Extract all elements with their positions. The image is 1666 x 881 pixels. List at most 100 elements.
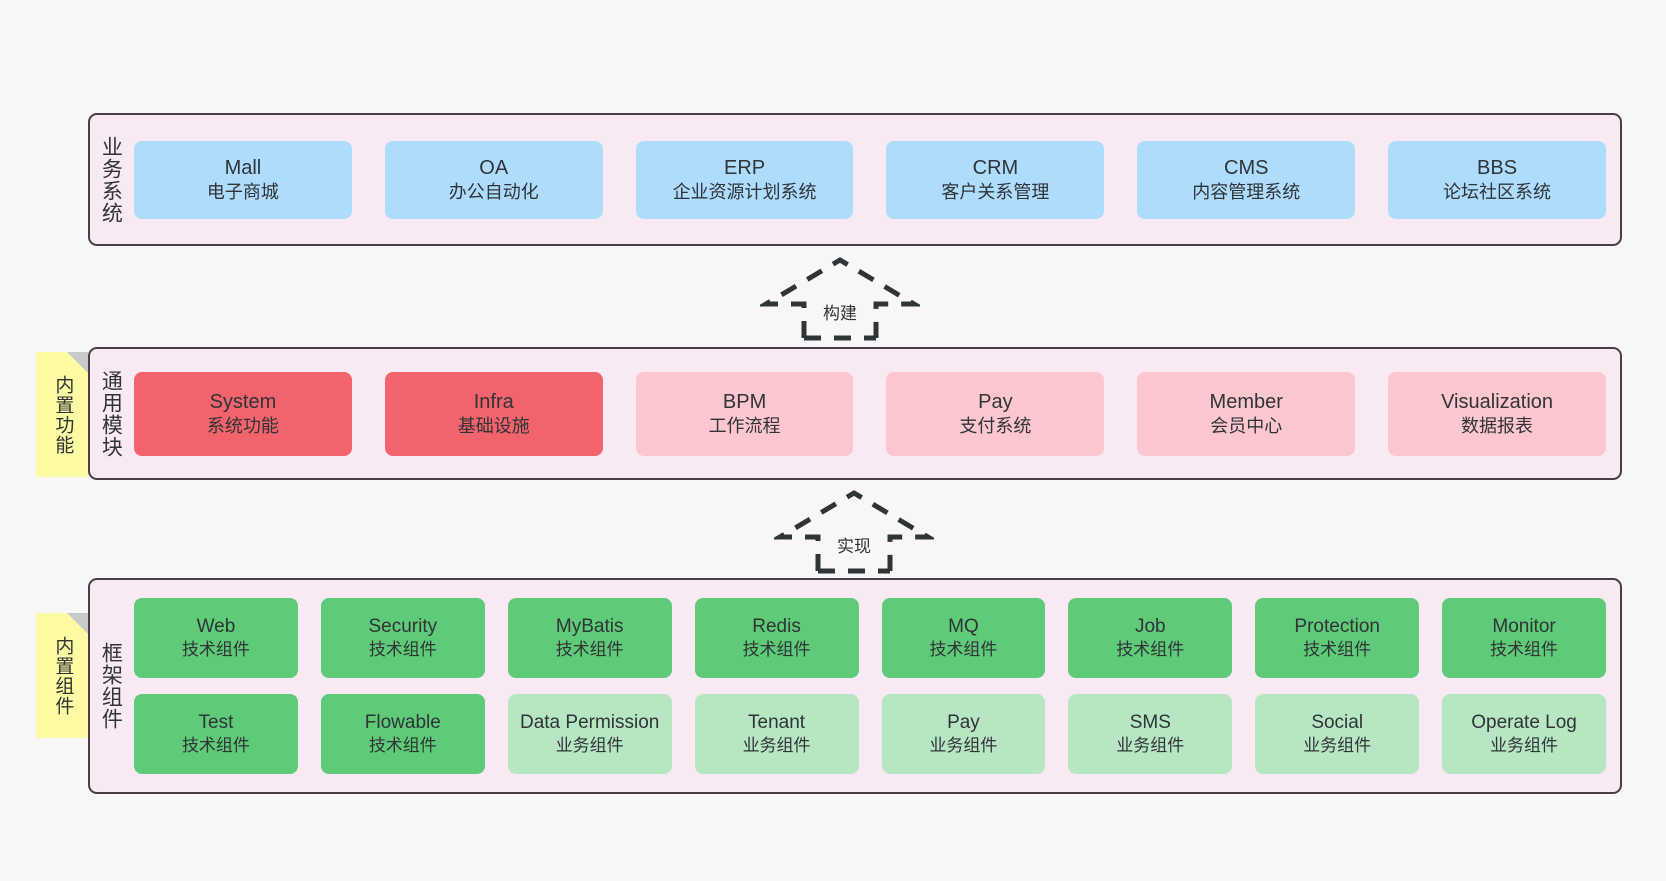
- card-subtitle: 技术组件: [1490, 640, 1559, 660]
- card-title: Operate Log: [1471, 711, 1577, 733]
- card-title: BBS: [1477, 156, 1518, 179]
- build-arrow-icon: [760, 257, 920, 341]
- card-subtitle: 业务组件: [555, 736, 624, 756]
- card-subtitle: 基础设施: [457, 415, 530, 436]
- card-crm[interactable]: CRM 客户关系管理: [886, 140, 1105, 219]
- note-label: 内置功能: [52, 374, 74, 455]
- card-cms[interactable]: CMS 内容管理系统: [1137, 140, 1356, 219]
- card-erp[interactable]: ERP 企业资源计划系统: [635, 140, 854, 219]
- note-fold-corner: [67, 352, 88, 373]
- card-subtitle: 业务组件: [929, 736, 998, 756]
- layer-common-modules: 通用模块 System 系统功能 Infra 基础设施 BPM 工作流程 Pay…: [88, 347, 1622, 480]
- card-security[interactable]: Security 技术组件: [320, 598, 485, 678]
- card-title: Web: [196, 615, 236, 637]
- framework-card-row-1: Web 技术组件 Security 技术组件 MyBatis 技术组件 Redi…: [134, 598, 1606, 678]
- card-title: Member: [1209, 390, 1283, 413]
- card-subtitle: 技术组件: [929, 640, 998, 660]
- card-title: Social: [1311, 711, 1364, 733]
- card-title: BPM: [722, 390, 767, 413]
- card-social[interactable]: Social 业务组件: [1255, 694, 1420, 774]
- connector-build-arrow: 构建: [760, 254, 920, 352]
- card-bpm[interactable]: BPM 工作流程: [635, 371, 854, 456]
- card-title: Protection: [1294, 615, 1380, 637]
- note-fold-corner: [67, 613, 88, 634]
- card-subtitle: 客户关系管理: [941, 181, 1050, 202]
- connector-implement-label: 实现: [833, 531, 875, 558]
- card-redis[interactable]: Redis 技术组件: [694, 598, 859, 678]
- card-subtitle: 电子商城: [206, 181, 279, 202]
- card-infra[interactable]: Infra 基础设施: [384, 371, 603, 456]
- card-subtitle: 技术组件: [181, 640, 250, 660]
- card-subtitle: 系统功能: [206, 415, 279, 436]
- card-title: MyBatis: [555, 615, 624, 637]
- card-subtitle: 数据报表: [1461, 415, 1534, 436]
- card-monitor[interactable]: Monitor 技术组件: [1442, 598, 1606, 678]
- card-subtitle: 业务组件: [1490, 736, 1559, 756]
- card-mybatis[interactable]: MyBatis 技术组件: [507, 598, 672, 678]
- card-subtitle: 技术组件: [1303, 640, 1372, 660]
- card-subtitle: 技术组件: [181, 736, 250, 756]
- card-title: Monitor: [1492, 615, 1556, 637]
- connector-implement-arrow: 实现: [774, 487, 934, 585]
- card-protection[interactable]: Protection 技术组件: [1255, 598, 1420, 678]
- layer-title-business-system: 业务系统: [99, 135, 123, 224]
- card-subtitle: 技术组件: [1116, 640, 1185, 660]
- card-test[interactable]: Test 技术组件: [134, 694, 298, 774]
- implement-arrow-icon: [774, 490, 934, 574]
- modules-card-row: System 系统功能 Infra 基础设施 BPM 工作流程 Pay 支付系统…: [134, 371, 1606, 456]
- card-visualization[interactable]: Visualization 数据报表: [1388, 371, 1606, 456]
- card-subtitle: 论坛社区系统: [1443, 181, 1552, 202]
- framework-card-grid: Web 技术组件 Security 技术组件 MyBatis 技术组件 Redi…: [134, 580, 1606, 792]
- card-subtitle: 技术组件: [555, 640, 624, 660]
- card-tenant[interactable]: Tenant 业务组件: [694, 694, 859, 774]
- card-member[interactable]: Member 会员中心: [1137, 371, 1356, 456]
- card-bbs[interactable]: BBS 论坛社区系统: [1388, 140, 1606, 219]
- card-title: System: [209, 390, 277, 413]
- card-title: Pay: [978, 390, 1013, 413]
- card-title: Flowable: [364, 711, 441, 733]
- note-builtin-components: 内置组件: [36, 613, 88, 738]
- card-subtitle: 工作流程: [708, 415, 781, 436]
- card-subtitle: 业务组件: [1116, 736, 1185, 756]
- card-subtitle: 业务组件: [742, 736, 811, 756]
- layer-body-common-modules: System 系统功能 Infra 基础设施 BPM 工作流程 Pay 支付系统…: [130, 349, 1620, 478]
- business-card-row: Mall 电子商城 OA 办公自动化 ERP 企业资源计划系统 CRM 客户关系…: [134, 140, 1606, 219]
- card-mq[interactable]: MQ 技术组件: [881, 598, 1046, 678]
- card-subtitle: 支付系统: [959, 415, 1032, 436]
- note-builtin-functions: 内置功能: [36, 352, 88, 477]
- card-title: Redis: [752, 615, 801, 637]
- card-sms[interactable]: SMS 业务组件: [1068, 694, 1233, 774]
- card-operate-log[interactable]: Operate Log 业务组件: [1442, 694, 1606, 774]
- card-job[interactable]: Job 技术组件: [1068, 598, 1233, 678]
- card-title: Mall: [224, 156, 262, 179]
- card-title: Pay: [947, 711, 980, 733]
- card-subtitle: 技术组件: [368, 736, 437, 756]
- card-subtitle: 企业资源计划系统: [672, 181, 817, 202]
- card-subtitle: 会员中心: [1210, 415, 1283, 436]
- layer-title-framework-components: 框架组件: [99, 642, 123, 730]
- card-title: SMS: [1129, 711, 1171, 733]
- layer-title-common-modules: 通用模块: [99, 369, 123, 458]
- card-title: ERP: [724, 156, 766, 179]
- card-title: MQ: [948, 615, 979, 637]
- card-subtitle: 办公自动化: [448, 181, 539, 202]
- layer-business-system: 业务系统 Mall 电子商城 OA 办公自动化 ERP 企业资源计划系统 CRM…: [88, 113, 1622, 246]
- card-pay-module[interactable]: Pay 支付系统: [886, 371, 1105, 456]
- framework-card-row-2: Test 技术组件 Flowable 技术组件 Data Permission …: [134, 694, 1606, 774]
- card-pay-component[interactable]: Pay 业务组件: [881, 694, 1046, 774]
- card-mall[interactable]: Mall 电子商城: [134, 140, 352, 219]
- card-data-permission[interactable]: Data Permission 业务组件: [507, 694, 672, 774]
- card-oa[interactable]: OA 办公自动化: [384, 140, 603, 219]
- card-title: Tenant: [748, 711, 806, 733]
- card-title: Data Permission: [519, 711, 660, 733]
- card-flowable[interactable]: Flowable 技术组件: [320, 694, 485, 774]
- card-title: OA: [479, 156, 509, 179]
- card-title: Infra: [473, 390, 514, 413]
- card-title: Job: [1134, 615, 1166, 637]
- card-system[interactable]: System 系统功能: [134, 371, 352, 456]
- connector-build-label: 构建: [819, 298, 861, 325]
- card-subtitle: 技术组件: [368, 640, 437, 660]
- card-subtitle: 内容管理系统: [1192, 181, 1301, 202]
- card-title: Visualization: [1441, 390, 1554, 413]
- card-web[interactable]: Web 技术组件: [134, 598, 298, 678]
